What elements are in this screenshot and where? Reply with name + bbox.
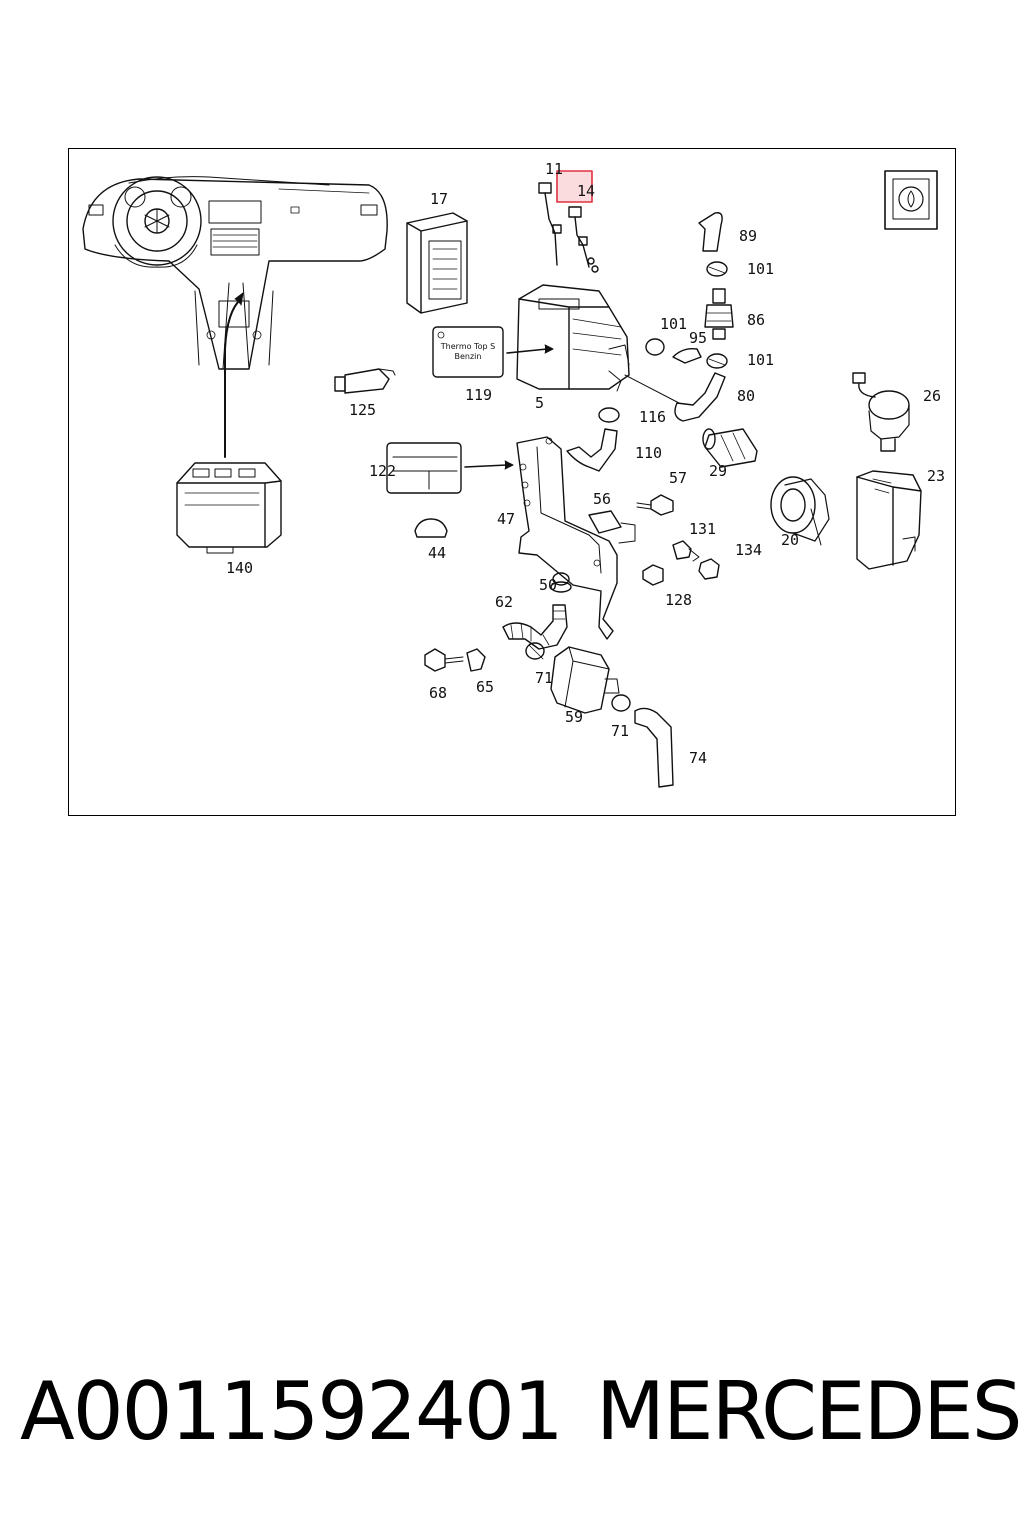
callout-label-101b: 101 bbox=[660, 315, 687, 333]
hose-95-drawing bbox=[672, 347, 702, 364]
callout-label-89: 89 bbox=[739, 227, 757, 245]
valve-86-drawing bbox=[704, 288, 734, 340]
nut-134-drawing bbox=[698, 558, 720, 580]
callout-label-26: 26 bbox=[923, 387, 941, 405]
callout-label-116: 116 bbox=[639, 408, 666, 426]
callout-label-86: 86 bbox=[747, 311, 765, 329]
hose-110-drawing bbox=[566, 428, 618, 472]
callout-label-95: 95 bbox=[689, 329, 707, 347]
callout-label-140: 140 bbox=[226, 559, 253, 577]
grommet-56-drawing bbox=[588, 510, 622, 534]
callout-label-29: 29 bbox=[709, 462, 727, 480]
plate-119-line1: Thermo Top S bbox=[440, 342, 495, 351]
callout-label-119: 119 bbox=[465, 386, 492, 404]
callout-label-134: 134 bbox=[735, 541, 762, 559]
blower-20-drawing bbox=[770, 476, 830, 546]
plate-122-drawing bbox=[386, 442, 514, 494]
callout-label-101c: 101 bbox=[747, 351, 774, 369]
callout-label-122: 122 bbox=[369, 462, 396, 480]
callout-label-11: 11 bbox=[545, 160, 563, 178]
callout-label-47: 47 bbox=[497, 510, 515, 528]
tube-125-drawing bbox=[334, 368, 396, 394]
callout-label-62: 62 bbox=[495, 593, 513, 611]
arrow-140-to-dashboard bbox=[224, 298, 242, 458]
callout-label-56: 56 bbox=[593, 490, 611, 508]
callout-label-80: 80 bbox=[737, 387, 755, 405]
clip-65-drawing bbox=[466, 648, 486, 672]
callout-label-59: 59 bbox=[565, 708, 583, 726]
muffler-59-drawing bbox=[550, 646, 620, 714]
callout-label-14: 14 bbox=[577, 182, 595, 200]
parts-diagram: Thermo Top S Benzin 11141789101861019510… bbox=[82, 160, 945, 788]
fan-26-drawing bbox=[852, 372, 910, 452]
heater-unit-5-drawing bbox=[516, 284, 680, 404]
callout-label-17: 17 bbox=[430, 190, 448, 208]
callout-label-65: 65 bbox=[476, 678, 494, 696]
callout-label-50: 50 bbox=[539, 576, 557, 594]
bolt-68-drawing bbox=[424, 648, 464, 672]
hose-89-drawing bbox=[698, 212, 723, 252]
callout-label-71a: 71 bbox=[535, 669, 553, 687]
callout-label-71b: 71 bbox=[611, 722, 629, 740]
callout-label-125: 125 bbox=[349, 401, 376, 419]
sensors-11-14-drawing bbox=[538, 182, 599, 273]
callout-label-101a: 101 bbox=[747, 260, 774, 278]
callout-label-5: 5 bbox=[535, 394, 544, 412]
nut-128-drawing bbox=[642, 564, 664, 586]
plate-119 bbox=[432, 326, 504, 378]
highlight-box-14 bbox=[556, 170, 593, 203]
pipe-74-drawing bbox=[634, 707, 674, 788]
heater-switch-icon bbox=[884, 170, 938, 230]
callout-label-20: 20 bbox=[781, 531, 799, 549]
unit-23-drawing bbox=[856, 470, 922, 570]
plate-119-line2: Benzin bbox=[455, 352, 482, 361]
bolt-57-drawing bbox=[636, 494, 674, 516]
hose-80-drawing bbox=[674, 372, 726, 422]
callout-label-44: 44 bbox=[428, 544, 446, 562]
callout-label-131: 131 bbox=[689, 520, 716, 538]
brand-name: MERCEDES bbox=[596, 1365, 1023, 1458]
cap-44-drawing bbox=[414, 518, 448, 538]
control-unit-140-drawing bbox=[176, 462, 282, 554]
part-number: A0011592401 bbox=[20, 1365, 564, 1458]
callout-label-57: 57 bbox=[669, 469, 687, 487]
dashboard-illustration bbox=[82, 176, 388, 370]
callout-label-128: 128 bbox=[665, 591, 692, 609]
callout-label-23: 23 bbox=[927, 467, 945, 485]
module-17-drawing bbox=[406, 212, 468, 314]
callout-label-68: 68 bbox=[429, 684, 447, 702]
callout-label-110: 110 bbox=[635, 444, 662, 462]
bracket-47-drawing bbox=[516, 436, 618, 640]
pump-29-drawing bbox=[702, 428, 758, 468]
callout-label-74: 74 bbox=[689, 749, 707, 767]
bolt-131-drawing bbox=[672, 540, 700, 562]
